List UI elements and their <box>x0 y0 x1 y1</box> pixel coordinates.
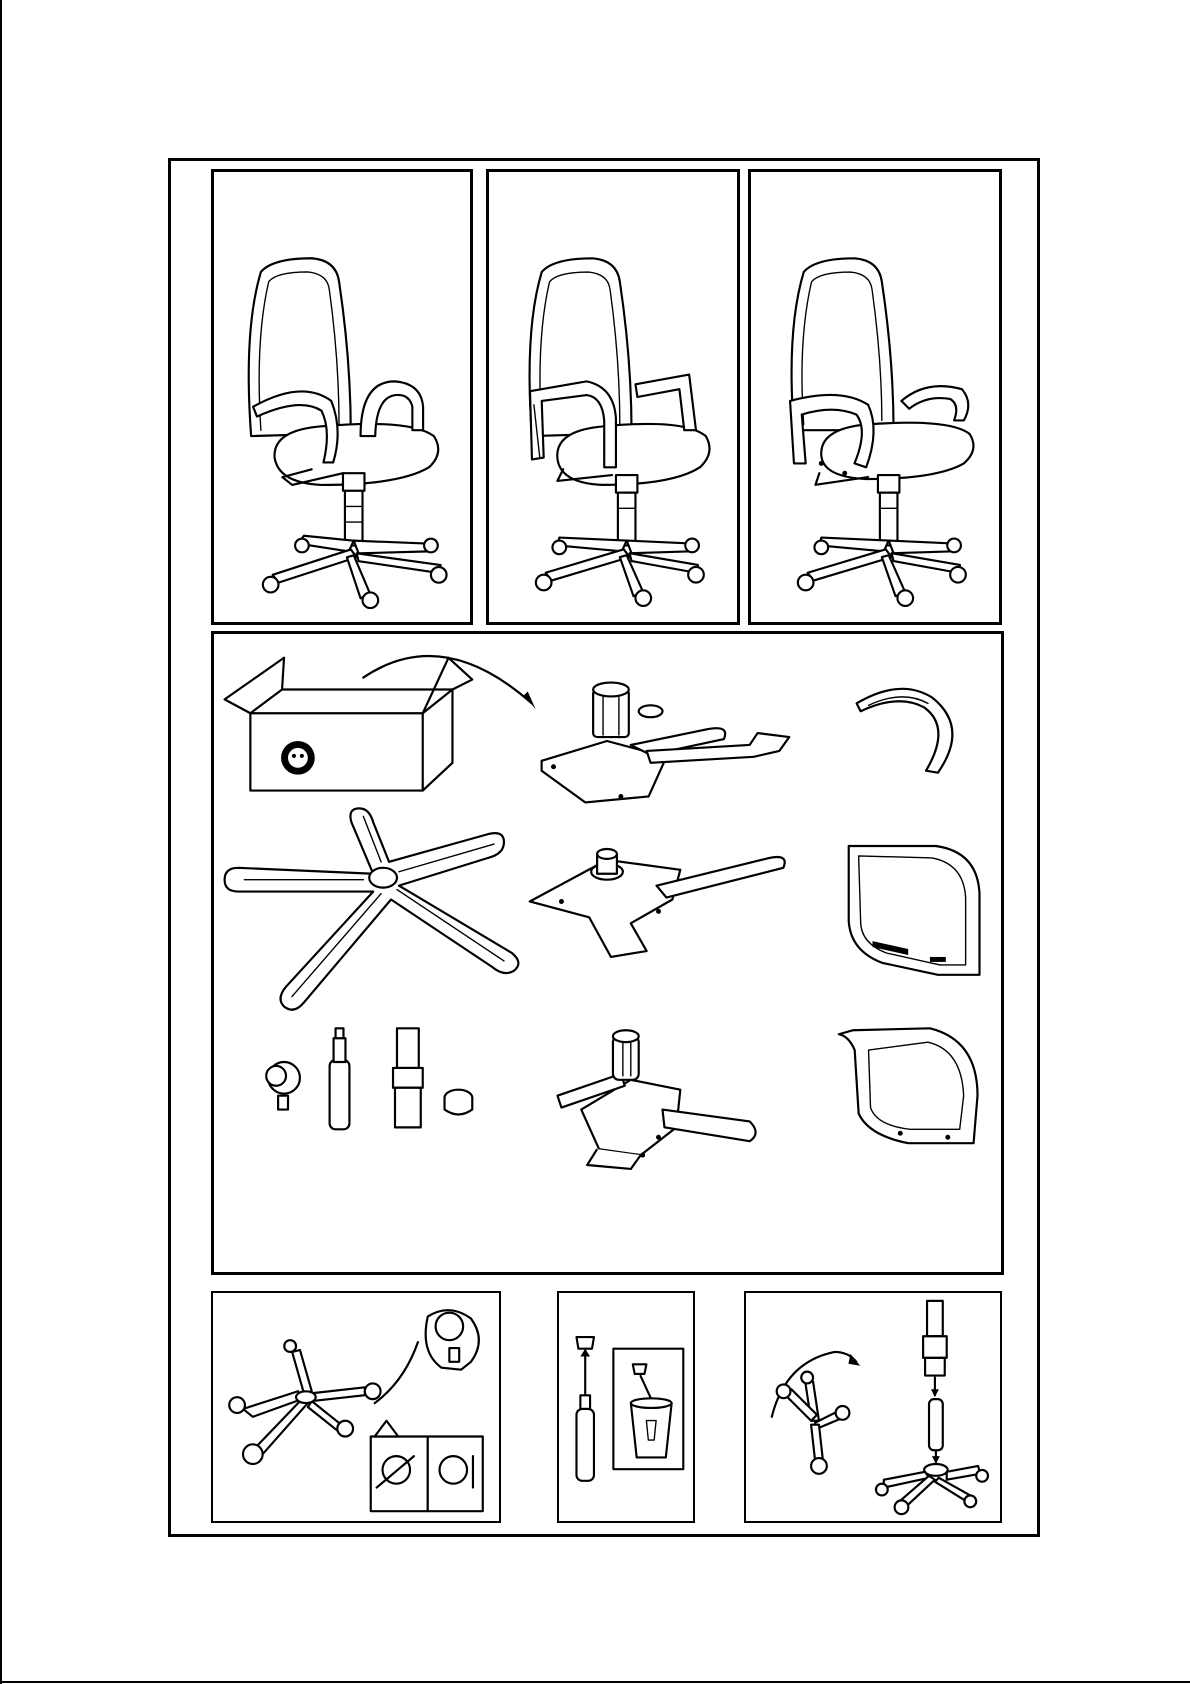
office-chair-illustration-a <box>214 172 470 622</box>
components-illustration <box>214 634 1001 1272</box>
step-assemble-base-cylinder-panel <box>744 1291 1002 1523</box>
instruction-sheet <box>168 158 1040 1537</box>
chair-variant-panel-c <box>748 169 1002 625</box>
assemble-base-cylinder-illustration <box>746 1293 1000 1521</box>
page-edge-bottom <box>0 1681 1190 1683</box>
chair-variant-panel-a <box>211 169 473 625</box>
tilt-mechanism-b-icon <box>530 849 785 957</box>
step-remove-cylinder-cap-panel <box>557 1291 695 1523</box>
packaging-box-icon <box>225 656 536 790</box>
office-chair-illustration-c <box>751 172 999 622</box>
tilt-mechanism-c-icon <box>557 1030 755 1169</box>
armrest-c-icon <box>839 1028 978 1143</box>
armrest-b-icon <box>849 846 980 975</box>
gas-lift-cylinder-icon <box>330 1028 350 1129</box>
caster-icon <box>266 1062 300 1110</box>
five-star-base-icon <box>225 808 519 1009</box>
step-insert-casters-panel <box>211 1291 501 1523</box>
remove-cylinder-cap-illustration <box>559 1293 693 1521</box>
insert-casters-illustration <box>213 1293 499 1521</box>
armrest-a-icon <box>857 689 953 773</box>
page-edge-left <box>0 0 2 1684</box>
cylinder-cover-icon <box>393 1028 423 1127</box>
office-chair-illustration-b <box>489 172 737 622</box>
tilt-mechanism-a-icon <box>542 683 790 803</box>
chair-variant-panel-b <box>486 169 740 625</box>
cylinder-cap-icon <box>445 1090 473 1115</box>
components-panel <box>211 631 1004 1275</box>
